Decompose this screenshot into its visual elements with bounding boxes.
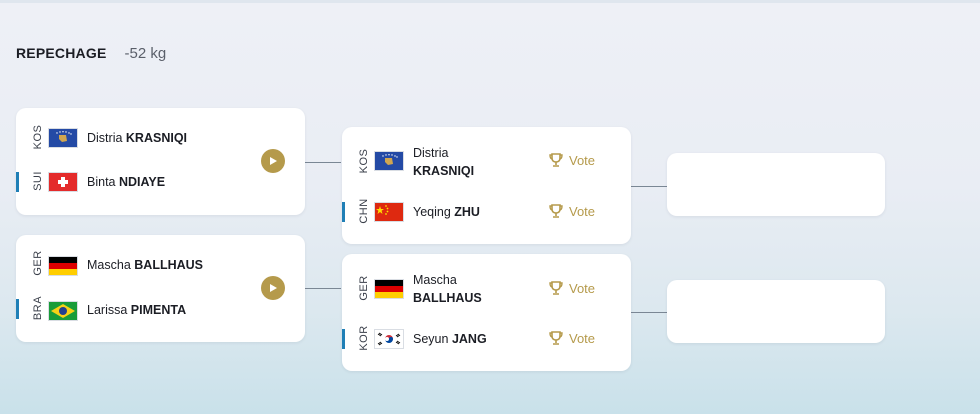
athlete-row[interactable]: KOS Distria KRASNIQI [16, 120, 305, 160]
trophy-icon [549, 204, 563, 218]
athlete-row[interactable]: KOS Distria KRASNIQI Vote [342, 144, 631, 184]
athlete-name: Distria KRASNIQI [87, 129, 187, 147]
country-code: KOS [358, 148, 370, 174]
athlete-name: Mascha BALLHAUS [413, 271, 482, 307]
athlete-last-name: ZHU [454, 205, 480, 219]
vote-button[interactable]: Vote [548, 330, 595, 346]
country-code: CHN [358, 198, 370, 224]
empty-match-slot [667, 153, 885, 216]
connector-line [631, 312, 667, 313]
empty-match-slot [667, 280, 885, 343]
athlete-last-name: BALLHAUS [413, 291, 482, 305]
athlete-row[interactable]: GER Mascha BALLHAUS [16, 246, 305, 286]
athlete-name: Binta NDIAYE [87, 173, 165, 191]
bracket-header: REPECHAGE -52 kg [16, 45, 166, 62]
flag-bra-icon [48, 301, 78, 321]
connector-line [305, 288, 341, 289]
flag-kos-icon [48, 128, 78, 148]
play-icon[interactable] [261, 149, 285, 173]
athlete-row[interactable]: GER Mascha BALLHAUS Vote [342, 271, 631, 311]
vote-label: Vote [569, 203, 596, 219]
athlete-last-name: PIMENTA [130, 303, 187, 317]
athlete-row[interactable]: CHN Yeqing ZHU Vote [342, 194, 631, 234]
connector-line [305, 162, 341, 163]
flag-chn-icon [374, 202, 404, 222]
trophy-icon [549, 153, 563, 167]
athlete-last-name: NDIAYE [118, 175, 166, 189]
country-code: BRA [32, 295, 44, 321]
athlete-row[interactable]: BRA Larissa PIMENTA [16, 291, 305, 331]
selection-marker [16, 172, 19, 192]
connector-line [631, 186, 667, 187]
country-code: SUI [32, 171, 44, 191]
weight-category: -52 kg [124, 45, 167, 62]
athlete-first-name: Larissa [87, 303, 128, 317]
athlete-last-name: KRASNIQI [125, 131, 188, 145]
vote-button[interactable]: Vote [548, 203, 595, 219]
country-code: GER [358, 275, 370, 301]
athlete-first-name: Distria [87, 131, 123, 145]
trophy-icon [549, 281, 563, 295]
athlete-first-name: Distria [413, 146, 449, 160]
athlete-last-name: BALLHAUS [134, 258, 204, 272]
athlete-first-name: Yeqing [413, 205, 451, 219]
flag-ger-icon [374, 279, 404, 299]
selection-marker [342, 202, 345, 222]
vote-button[interactable]: Vote [548, 280, 595, 296]
match-card[interactable]: GER Mascha BALLHAUS Vote KOR Seyun JANG … [342, 254, 631, 371]
athlete-name: Seyun JANG [413, 330, 487, 348]
vote-label: Vote [569, 330, 596, 346]
match-card[interactable]: KOS Distria KRASNIQI SUI Binta NDIAYE [16, 108, 305, 215]
match-card[interactable]: GER Mascha BALLHAUS BRA Larissa PIMENTA [16, 235, 305, 342]
selection-marker [16, 299, 19, 319]
country-code: KOR [358, 325, 370, 351]
athlete-row[interactable]: KOR Seyun JANG Vote [342, 321, 631, 361]
vote-button[interactable]: Vote [548, 152, 595, 168]
athlete-first-name: Mascha [87, 258, 131, 272]
vote-label: Vote [569, 152, 596, 168]
flag-kos-icon [374, 151, 404, 171]
athlete-name: Yeqing ZHU [413, 203, 480, 221]
athlete-name: Distria KRASNIQI [413, 144, 474, 180]
match-card[interactable]: KOS Distria KRASNIQI Vote CHN Yeqing ZHU… [342, 127, 631, 244]
vote-label: Vote [569, 280, 596, 296]
athlete-name: Mascha BALLHAUS [87, 256, 203, 274]
selection-marker [342, 329, 345, 349]
bracket-title: REPECHAGE [16, 45, 107, 61]
top-divider [0, 0, 980, 3]
athlete-first-name: Binta [87, 175, 116, 189]
flag-sui-icon [48, 172, 78, 192]
country-code: GER [32, 250, 44, 276]
athlete-row[interactable]: SUI Binta NDIAYE [16, 164, 305, 204]
trophy-icon [549, 331, 563, 345]
flag-ger-icon [48, 256, 78, 276]
athlete-last-name: KRASNIQI [413, 164, 475, 178]
play-icon[interactable] [261, 276, 285, 300]
athlete-name: Larissa PIMENTA [87, 301, 186, 319]
country-code: KOS [32, 124, 44, 150]
athlete-first-name: Seyun [413, 332, 449, 346]
athlete-last-name: JANG [451, 332, 487, 346]
flag-kor-icon [374, 329, 404, 349]
athlete-first-name: Mascha [413, 273, 457, 287]
